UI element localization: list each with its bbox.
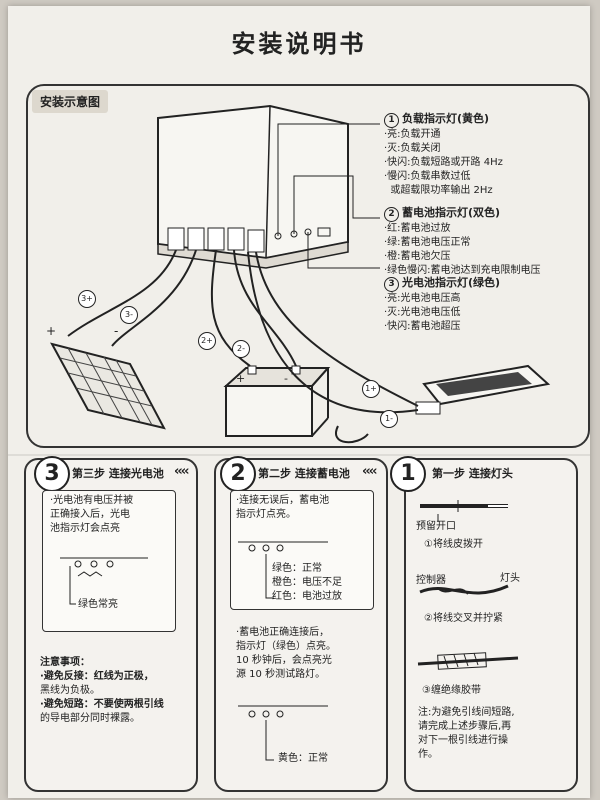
panel-minus-sign: - [114, 324, 119, 338]
arrow-chevrons-icon: ‹‹‹‹ [362, 464, 378, 479]
step-1-wiring-diagram [417, 500, 519, 670]
step-2-desc-line: 指示灯点亮。 [236, 509, 296, 520]
street-lamp-icon [415, 364, 551, 415]
step-3-title: 第三步 连接光电池 [72, 467, 164, 480]
notes-line: ·避免反接：红线为正极， [40, 671, 154, 682]
wire-tag-1-neg: 1- [380, 410, 398, 428]
step-3-desc-line: ·光电池有电压并被 [50, 495, 134, 506]
callout-number: 2 [384, 207, 399, 222]
step-1-lamp-label: 灯头 [500, 573, 520, 584]
step-2-legend: 绿色：正常 橙色：电压不足 红色：电池过放 [272, 562, 342, 604]
step-2-legend-item: 红色：电池过放 [272, 591, 342, 602]
step-2-number: 2 [220, 456, 256, 492]
instruction-sheet: 安装说明书 安装示意图 [8, 6, 590, 798]
step-2-led-diagram [238, 541, 328, 761]
step-2-desc2-line: ·蓄电池正确连接后， [236, 627, 330, 638]
step-2-desc: ·连接无误后，蓄电池 指示灯点亮。 [236, 494, 329, 522]
step-1-controller-label: 控制器 [416, 575, 446, 586]
step-2-desc-line: ·连接无误后，蓄电池 [236, 495, 330, 506]
pv-indicator-heading: 光电池指示灯(绿色) [402, 276, 501, 289]
wire-tag-3-pos: 3+ [78, 290, 96, 308]
callout-number: 1 [384, 113, 399, 128]
step-2-legend-item: 绿色：正常 [272, 563, 322, 574]
step-1-note-line: 请完成上述步骤后,再 [418, 721, 512, 732]
wire-tag-3-neg: 3- [120, 306, 138, 324]
step-1-note-line: 对下一根引线进行操 [418, 735, 508, 746]
battery-indicator-line: ·橙:蓄电池欠压 [384, 251, 451, 262]
load-indicator-line: 或超载限功率输出 2Hz [384, 185, 493, 196]
battery-indicator-line: ·绿色慢闪:蓄电池达到充电限制电压 [384, 265, 541, 276]
step-2-desc2: ·蓄电池正确连接后， 指示灯（绿色）点亮。 10 秒钟后，会点亮光 源 10 秒… [236, 626, 336, 682]
notes-heading: 注意事项： [40, 657, 90, 668]
battery-indicator-heading: 蓄电池指示灯(双色) [402, 206, 501, 219]
solar-panel-icon [50, 342, 166, 430]
wire-tag-2-pos: 2+ [198, 332, 216, 350]
step-2-desc2-line: 10 秒钟后，会点亮光 [236, 655, 332, 666]
battery-indicator-line: ·红:蓄电池过放 [384, 223, 451, 234]
step-2-title: 第二步 连接蓄电池 [258, 467, 350, 480]
arrow-chevrons-icon: ‹‹‹‹ [174, 464, 190, 479]
notes-line: 的导电部分同时裸露。 [40, 713, 140, 724]
step-3-desc-line: 池指示灯会点亮 [50, 523, 120, 534]
controller-icon [157, 104, 349, 269]
step-1-open-label: 预留开口 [416, 521, 456, 532]
callout-number: 3 [384, 277, 399, 292]
panel-plus-sign: + [46, 324, 57, 338]
step-1-panel [404, 458, 578, 792]
step-3-led-diagram [60, 557, 148, 605]
load-indicator-line: ·快闪:负载短路或开路 4Hz [384, 157, 503, 168]
step-2-desc2-line: 指示灯（绿色）点亮。 [236, 641, 336, 652]
diagram-tag: 安装示意图 [32, 90, 109, 113]
step-3-desc-line: 正确接入后，光电 [50, 509, 130, 520]
step-1-number: 1 [390, 456, 426, 492]
wire-tag-1-pos: 1+ [362, 380, 380, 398]
step-3-number: 3 [34, 456, 70, 492]
notes-line: 黑线为负极。 [40, 685, 100, 696]
pv-indicator-line: ·亮:光电池电压高 [384, 293, 461, 304]
step-2-label2: 黄色：正常 [278, 753, 328, 764]
step-3-label: 绿色常亮 [78, 599, 118, 610]
notes-line: ·避免短路：不要使两根引线 [40, 699, 164, 710]
install-diagram-frame [26, 84, 590, 448]
load-indicator-line: ·慢闪:负载串数过低 [384, 171, 471, 182]
load-indicator-line: ·亮:负载开通 [384, 129, 441, 140]
install-illustration [50, 104, 551, 444]
step-1-note-line: 注:为避免引线间短路, [418, 707, 515, 718]
battery-plus-sign: + [236, 372, 246, 385]
step-1-sub2: ②将线交叉并拧紧 [424, 613, 503, 624]
step-3-desc: ·光电池有电压并被 正确接入后，光电 池指示灯会点亮 [50, 494, 133, 536]
load-indicator-line: ·灭:负载关闭 [384, 143, 441, 154]
notes-block: 注意事项： ·避免反接：红线为正极， 黑线为负极。 ·避免短路：不要使两根引线 … [40, 656, 164, 726]
wire-tag-2-neg: 2- [232, 340, 250, 358]
paper-crease [8, 454, 590, 456]
load-indicator-heading: 负载指示灯(黄色) [402, 112, 490, 125]
battery-indicator-line: ·绿:蓄电池电压正常 [384, 237, 471, 248]
step-1-sub3: ③缠绝缘胶带 [422, 685, 481, 696]
pv-indicator-line: ·灭:光电池电压低 [384, 307, 461, 318]
page-title: 安装说明书 [231, 30, 367, 58]
step-1-note: 注:为避免引线间短路, 请完成上述步骤后,再 对下一根引线进行操 作。 [418, 706, 515, 762]
step-1-sub1: ①将线皮拨开 [424, 539, 483, 550]
battery-minus-sign: - [284, 372, 288, 385]
step-1-note-line: 作。 [418, 749, 438, 760]
pv-indicator-line: ·快闪:蓄电池超压 [384, 321, 461, 332]
step-2-desc2-line: 源 10 秒测试路灯。 [236, 669, 326, 680]
step-1-title: 第一步 连接灯头 [432, 467, 513, 480]
step-2-legend-item: 橙色：电压不足 [272, 577, 342, 588]
